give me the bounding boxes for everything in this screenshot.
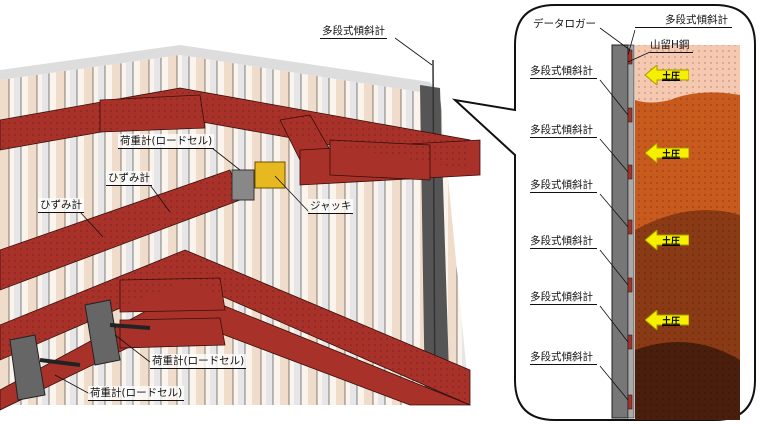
- inclinometer-sensors: [627, 49, 633, 410]
- earth-pressure-label: 土圧: [662, 150, 681, 160]
- load-cell-label: 荷重計(ロードセル): [88, 386, 185, 401]
- earth-pressure-label: 土圧: [662, 72, 681, 82]
- earth-pressure-arrow: 土圧: [645, 143, 689, 163]
- inclinometer-label: 多段式傾斜計: [320, 24, 387, 39]
- earth-pressure-arrow: 土圧: [645, 310, 689, 330]
- inclinometer-label: 多段式傾斜計: [530, 350, 597, 365]
- load-cell-lower-1: [84, 299, 121, 366]
- retaining-wall: [611, 44, 629, 419]
- jack: [254, 161, 286, 189]
- load-cell-plate: [231, 169, 255, 201]
- earth-pressure-label: 土圧: [662, 237, 681, 247]
- inclinometer-label: 多段式傾斜計: [530, 234, 597, 249]
- data-logger-label: データロガー: [533, 18, 596, 30]
- inclinometer-label: 多段式傾斜計: [530, 64, 597, 79]
- inclinometer-label: 多段式傾斜計: [530, 290, 597, 305]
- load-cell-label: 荷重計(ロードセル): [118, 134, 215, 149]
- jack-label: ジャッキ: [308, 199, 354, 214]
- earth-pressure-arrow: 土圧: [645, 230, 689, 250]
- earth-pressure-arrow: 土圧: [645, 65, 689, 85]
- inclinometer-label: 多段式傾斜計: [530, 178, 597, 193]
- inclinometer-label: 多段式傾斜計: [530, 123, 597, 138]
- strain-gauge-label: ひずみ計: [38, 198, 84, 213]
- strain-gauge-label: ひずみ計: [106, 171, 152, 186]
- inclinometer-label: 多段式傾斜計: [635, 13, 732, 28]
- load-cell-label: 荷重計(ロードセル): [150, 354, 247, 369]
- h-steel-label: 山留H鋼: [650, 38, 694, 53]
- earth-pressure-label: 土圧: [662, 317, 681, 327]
- load-cell-lower-2: [9, 334, 46, 401]
